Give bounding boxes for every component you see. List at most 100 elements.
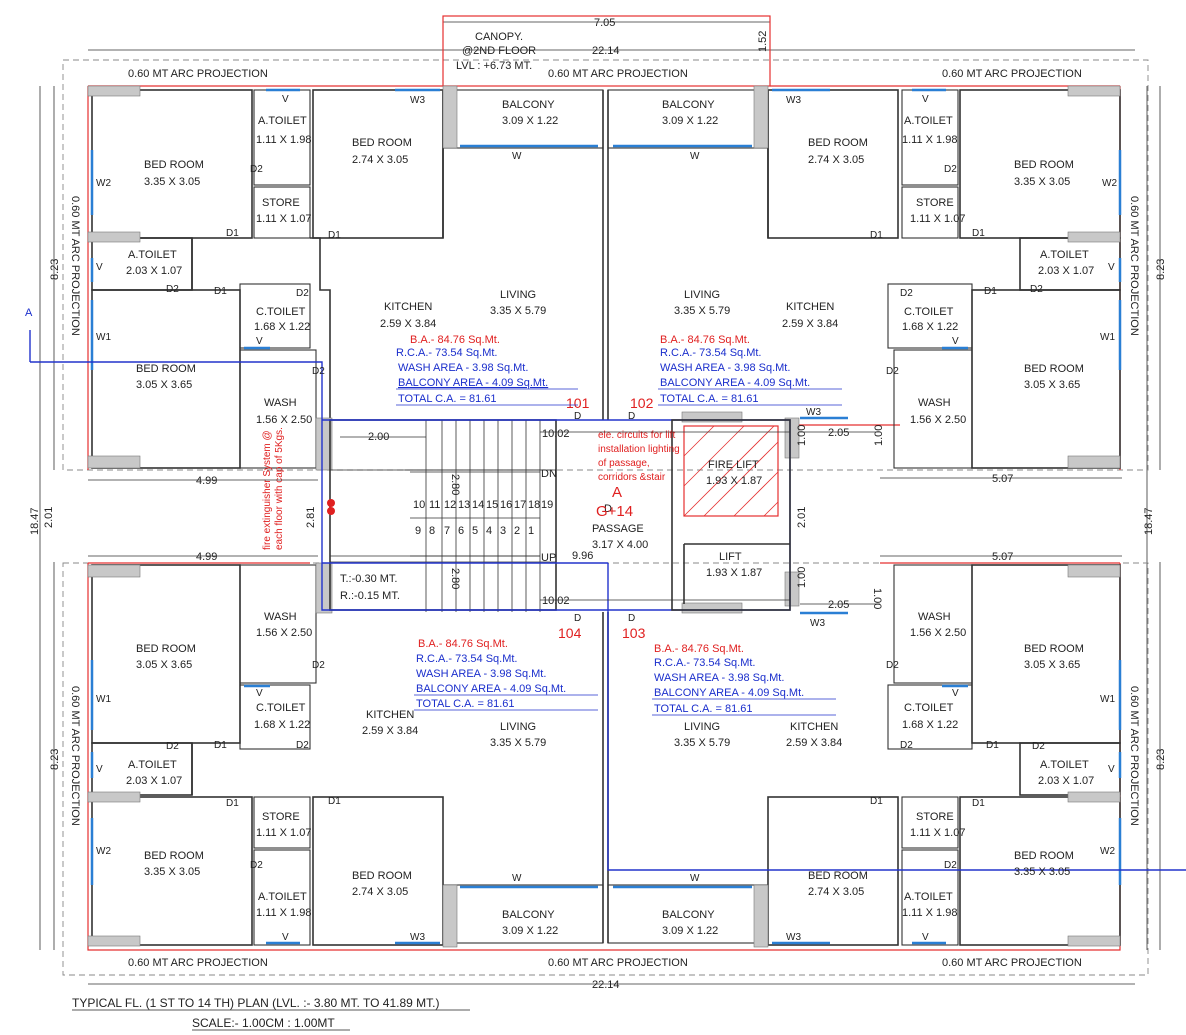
arc-label-top-right: 0.60 MT ARC PROJECTION xyxy=(942,68,1082,80)
area-rca: R.C.A.- 73.54 Sq.Mt. xyxy=(654,657,755,669)
living-size: 3.35 X 5.79 xyxy=(490,305,546,317)
tag-v: V xyxy=(1108,262,1115,273)
step-1: 1 xyxy=(528,525,534,537)
area-ba: B.A.- 84.76 Sq.Mt. xyxy=(418,638,508,650)
dim-r-100-b: 1.00 xyxy=(873,425,885,446)
kitchen-label: KITCHEN xyxy=(366,709,414,721)
bedroom-label: BED ROOM xyxy=(136,643,196,655)
atoilet-size: 2.03 X 1.07 xyxy=(1038,775,1094,787)
kitchen-label: KITCHEN xyxy=(384,301,432,313)
balcony-label: BALCONY xyxy=(662,99,715,111)
atoilet-label: A.TOILET xyxy=(128,759,177,771)
flat-number-102: 102 xyxy=(630,395,654,411)
step-4: 4 xyxy=(486,525,492,537)
bedroom-size: 2.74 X 3.05 xyxy=(808,886,864,898)
ctoilet-size: 1.68 X 1.22 xyxy=(254,321,310,333)
tag-d2: D2 xyxy=(1032,741,1045,752)
area-ba: B.A.- 84.76 Sq.Mt. xyxy=(654,643,744,655)
step-6: 6 xyxy=(458,525,464,537)
tag-d2: D2 xyxy=(312,660,325,671)
bedroom-label: BED ROOM xyxy=(1024,363,1084,375)
dim-r-205-top: 2.05 xyxy=(828,427,849,439)
dim-left-stair: 2.81 xyxy=(305,507,317,528)
bedroom-size: 3.05 X 3.65 xyxy=(1024,379,1080,391)
balcony-size: 3.09 X 1.22 xyxy=(662,115,718,127)
passage-size: 3.17 X 4.00 xyxy=(592,539,648,551)
area-rca: R.C.A.- 73.54 Sq.Mt. xyxy=(660,347,761,359)
tag-w2: W2 xyxy=(96,846,111,857)
dim-mid-201: 2.01 xyxy=(796,507,808,528)
area-balcony: BALCONY AREA - 4.09 Sq.Mt. xyxy=(660,377,810,389)
area-wash: WASH AREA - 3.98 Sq.Mt. xyxy=(398,362,528,374)
bedroom-size: 3.35 X 3.05 xyxy=(144,866,200,878)
wash-label: WASH xyxy=(918,397,951,409)
tag-w1: W1 xyxy=(96,694,111,705)
store-size: 1.11 X 1.07 xyxy=(910,213,965,225)
atoilet-label: A.TOILET xyxy=(258,891,307,903)
tag-d1: D1 xyxy=(328,230,341,241)
dim-stair-280-top: 2.80 xyxy=(449,474,461,495)
windows xyxy=(90,88,1122,945)
tag-v: V xyxy=(1108,764,1115,775)
dim-passage-996: 9.96 xyxy=(572,550,593,562)
canopy: CANOPY. @2ND FLOOR LVL : +6.73 MT. xyxy=(442,15,771,87)
balcony-size: 3.09 X 1.22 xyxy=(502,925,558,937)
atoilet-label: A.TOILET xyxy=(1040,759,1089,771)
flat-101-labels: BED ROOM 3.35 X 3.05 A.TOILET 1.11 X 1.9… xyxy=(96,94,590,426)
tag-d1: D1 xyxy=(870,230,883,241)
area-balcony: BALCONY AREA - 4.09 Sq.Mt. xyxy=(416,683,566,695)
tag-d1: D1 xyxy=(226,228,239,239)
tag-v: V xyxy=(922,94,929,105)
area-total: TOTAL C.A. = 81.61 xyxy=(660,393,759,405)
step-10: 10 xyxy=(413,499,425,511)
area-total: TOTAL C.A. = 81.61 xyxy=(398,393,497,405)
tag-v: V xyxy=(256,336,263,347)
dim-top-overall: 22.14 xyxy=(592,45,620,57)
flat-104-walls xyxy=(91,564,444,946)
dim-r-100-a: 1.00 xyxy=(796,425,808,446)
stair-riser: R.:-0.15 MT. xyxy=(340,590,400,602)
step-14: 14 xyxy=(472,499,484,511)
store-label: STORE xyxy=(262,811,300,823)
dim-right-507-top: 5.07 xyxy=(992,473,1013,485)
canopy-line3: LVL : +6.73 MT. xyxy=(456,60,532,72)
tag-w1: W1 xyxy=(1100,694,1115,705)
ctoilet-size: 1.68 X 1.22 xyxy=(902,719,958,731)
ctoilet-size: 1.68 X 1.22 xyxy=(902,321,958,333)
kitchen-label: KITCHEN xyxy=(790,721,838,733)
ctoilet-size: 1.68 X 1.22 xyxy=(254,719,310,731)
atoilet-size: 1.11 X 1.98 xyxy=(902,134,957,146)
tag-d2: D2 xyxy=(886,366,899,377)
dim-top-canopy: 7.05 xyxy=(594,17,615,29)
bedroom-size: 3.35 X 3.05 xyxy=(144,176,200,188)
arc-label-left-lower: 0.60 MT ARC PROJECTION xyxy=(69,686,81,826)
ele-note-3: of passage, xyxy=(598,458,650,469)
step-9: 9 xyxy=(415,525,421,537)
ele-note-4: corridors &stair xyxy=(598,472,666,483)
tag-v: V xyxy=(952,336,959,347)
tag-v: V xyxy=(952,688,959,699)
step-19: 19 xyxy=(541,499,553,511)
flat-102-labels: BED ROOM 3.35 X 3.05 A.TOILET 1.11 X 1.9… xyxy=(628,94,1117,426)
tag-d2: D2 xyxy=(166,284,179,295)
wing-label: A xyxy=(612,484,622,501)
store-size: 1.11 X 1.07 xyxy=(910,827,965,839)
kitchen-size: 2.59 X 3.84 xyxy=(782,318,838,330)
balcony-size: 3.09 X 1.22 xyxy=(662,925,718,937)
dim-left-lower: 8.23 xyxy=(49,749,61,770)
tag-d1: D1 xyxy=(870,796,883,807)
tag-d2: D2 xyxy=(250,860,263,871)
dim-right-507-bot: 5.07 xyxy=(992,551,1013,563)
balcony-label: BALCONY xyxy=(502,909,555,921)
tag-v: V xyxy=(256,688,263,699)
flat-104-labels: WASH 1.56 X 2.50 BED ROOM 3.05 X 3.65 C.… xyxy=(96,611,598,943)
fire-note-1: fire extinguisher System @ xyxy=(262,430,273,550)
dim-left-upper: 8.23 xyxy=(49,259,61,280)
atoilet-label: A.TOILET xyxy=(904,891,953,903)
lift-core xyxy=(671,419,791,611)
stair-dn-label: DN xyxy=(541,468,557,480)
bedroom-size: 2.74 X 3.05 xyxy=(352,886,408,898)
area-ba: B.A.- 84.76 Sq.Mt. xyxy=(410,334,500,346)
lift-size: 1.93 X 1.87 xyxy=(706,567,762,579)
tag-w: W xyxy=(690,873,700,884)
